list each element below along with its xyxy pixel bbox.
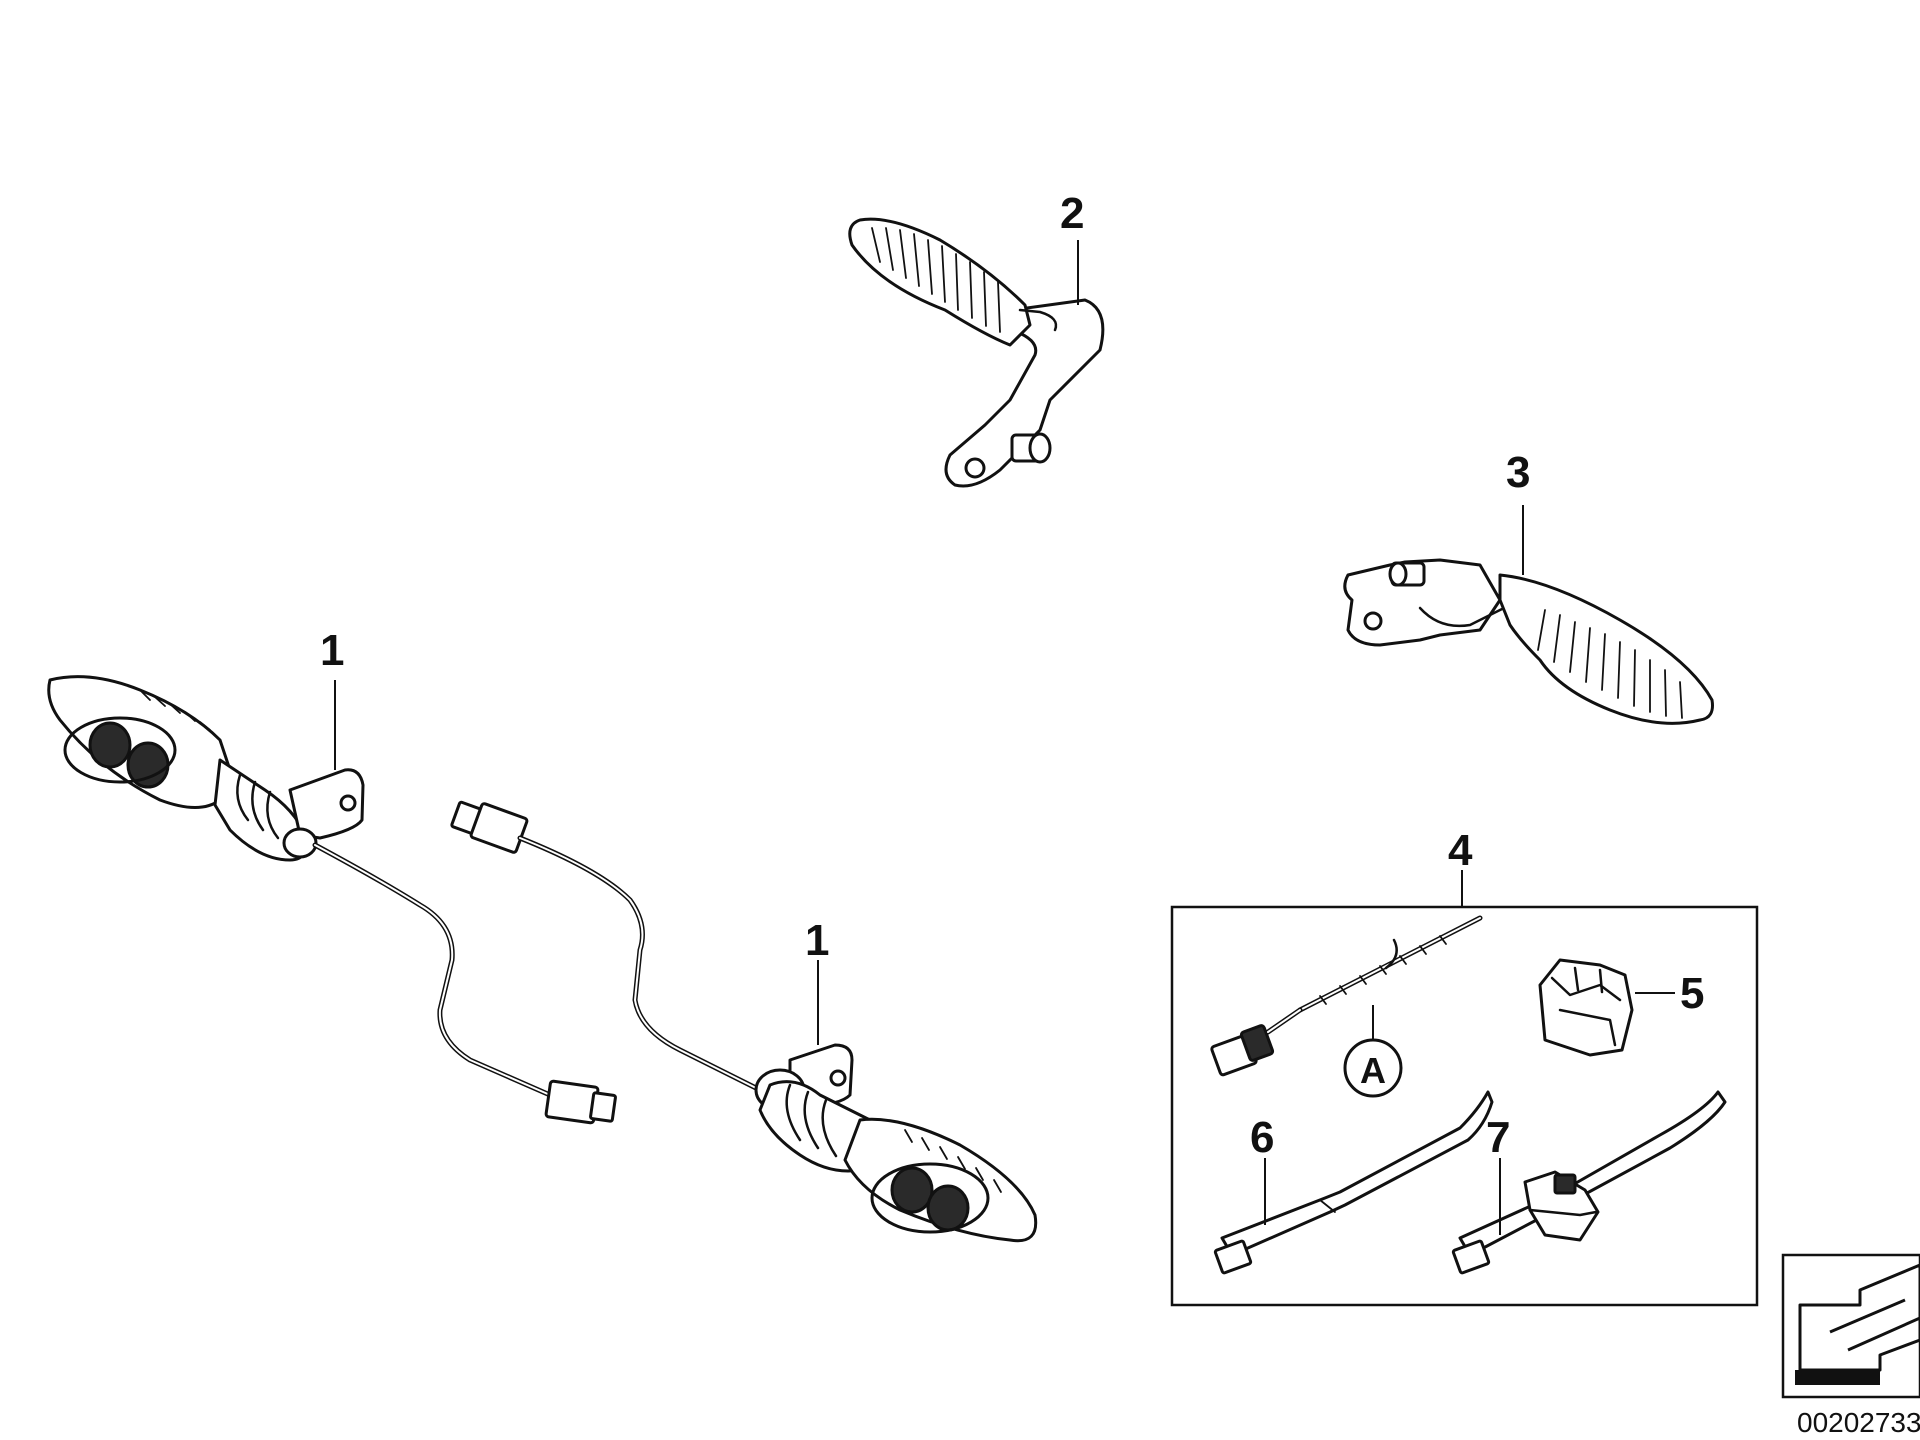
detail-a-circle xyxy=(1343,1038,1403,1098)
reference-number: 00202733 xyxy=(1797,1407,1920,1438)
callout-1-left: 1 xyxy=(320,626,344,675)
callout-a: A xyxy=(1360,1050,1386,1091)
cable-tie-clip-icon xyxy=(1451,1090,1727,1275)
callout-1-right: 1 xyxy=(805,916,829,965)
callout-2: 2 xyxy=(1060,189,1084,238)
footrest-3-icon xyxy=(1343,558,1714,725)
callout-5: 5 xyxy=(1680,969,1704,1018)
callout-4: 4 xyxy=(1448,826,1473,875)
callout-7: 7 xyxy=(1486,1113,1510,1162)
orientation-arrow-icon xyxy=(1781,1253,1920,1399)
kit-box xyxy=(1170,905,1759,1307)
clip-icon xyxy=(1538,958,1634,1057)
turn-signal-right-icon xyxy=(450,800,1038,1243)
callout-3: 3 xyxy=(1506,448,1530,497)
cable-tie-icon xyxy=(1213,1090,1494,1275)
wiring-harness-icon xyxy=(1210,915,1483,1077)
callout-6: 6 xyxy=(1250,1113,1274,1162)
footrest-2-icon xyxy=(848,217,1105,488)
turn-signal-left-icon xyxy=(47,675,617,1125)
